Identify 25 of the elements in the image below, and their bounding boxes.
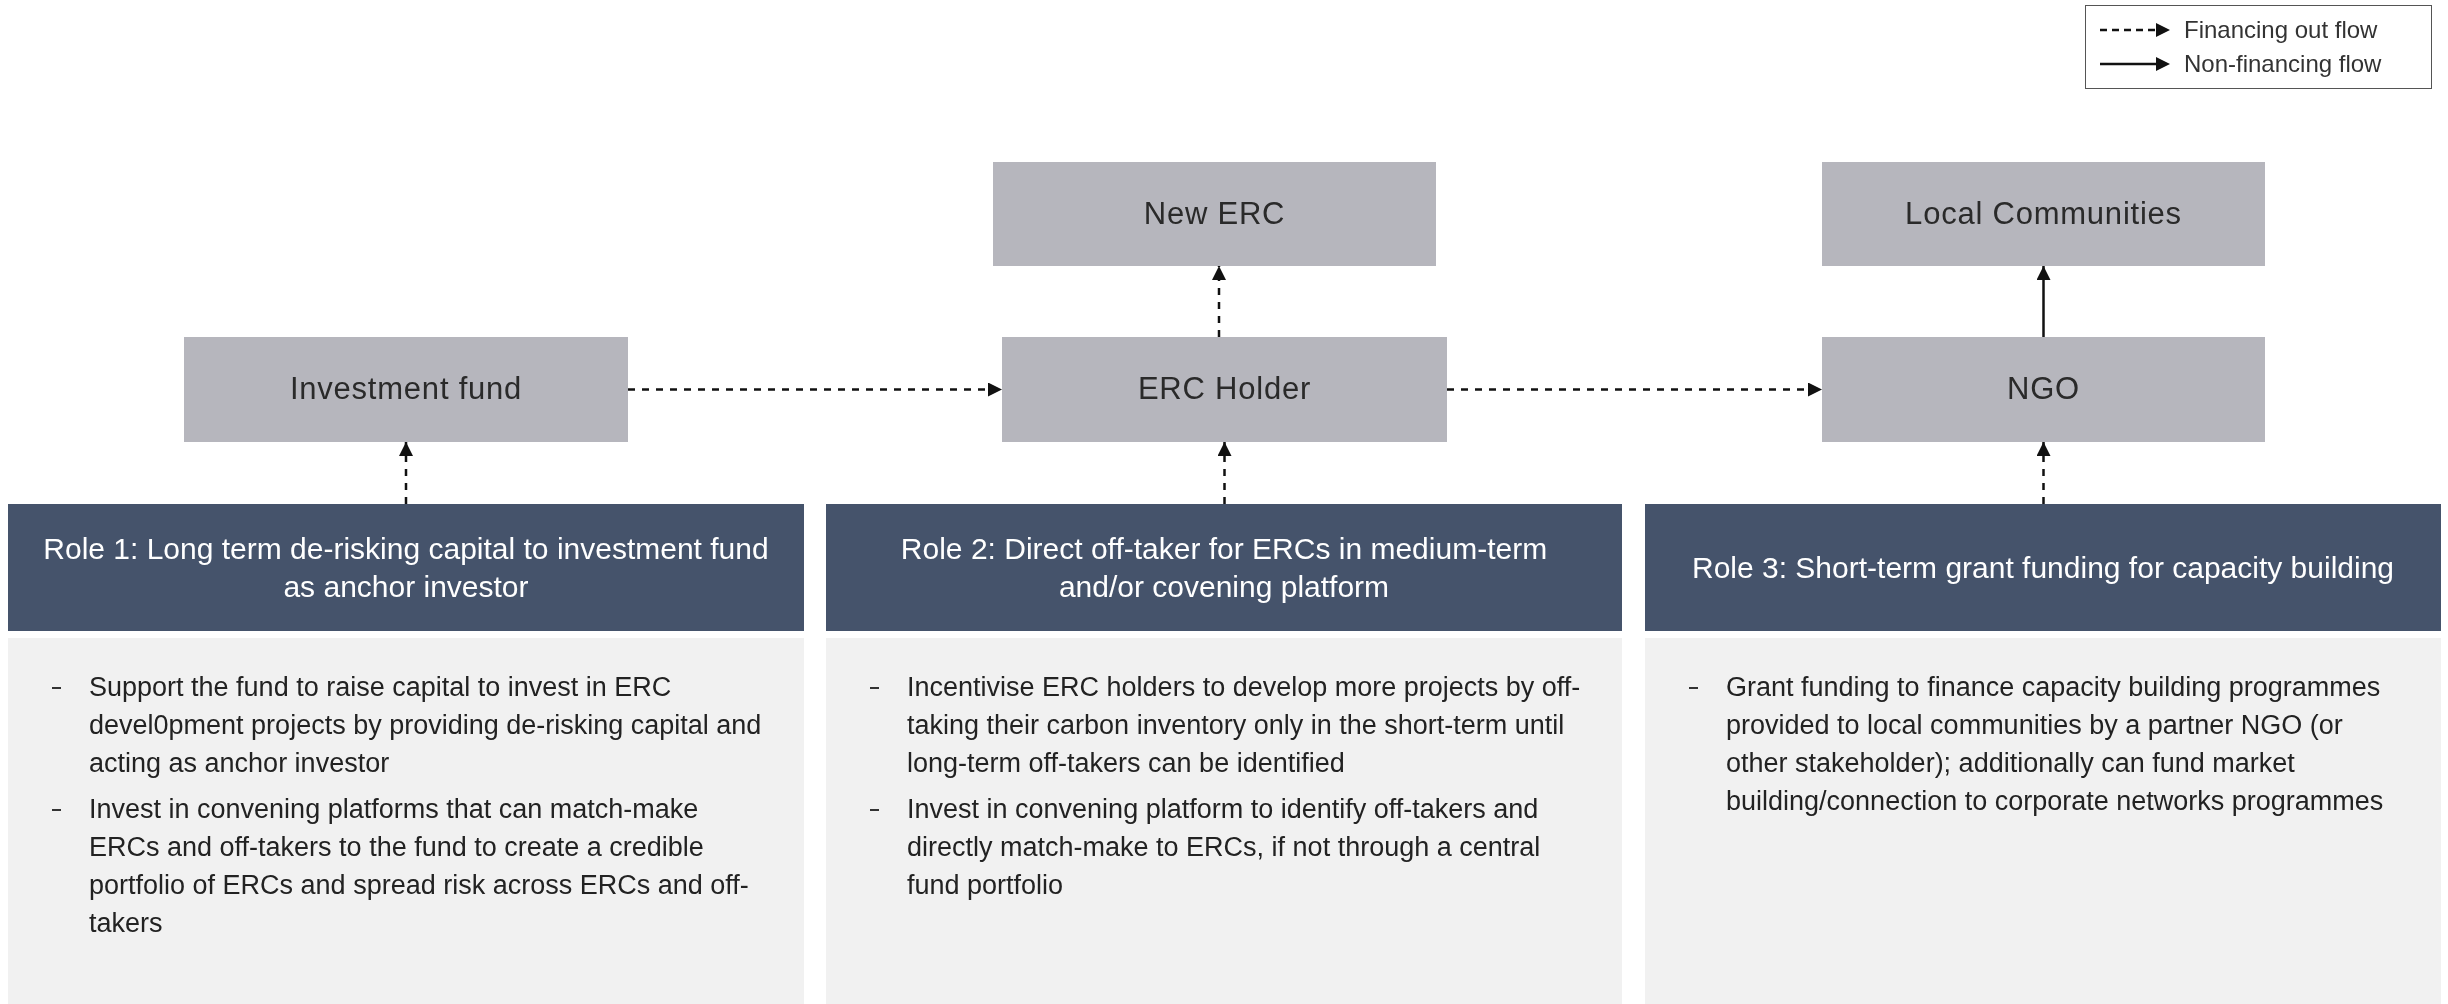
flow-arrow [1212,266,1226,337]
entity-box: New ERC [993,162,1436,266]
entity-box: ERC Holder [1002,337,1447,442]
flow-arrow [628,382,1002,397]
flow-arrow [2036,442,2051,504]
role-description-panel [1645,638,2441,1004]
flow-arrow [2036,266,2051,337]
bullet-text: Grant funding to finance capacity building programmes provided to local communities by a partner NGO (or other stakeholder); additionally can fund market building/connection to corporate networks programmes [1726,671,2385,818]
flow-arrow [1217,442,1232,504]
role-description-panel [826,638,1622,1004]
role-heading-bar: Role 3: Short-term grant funding for capacity building [1645,504,2441,631]
role-heading-bar: Role 2: Direct off-taker for ERCs in medium-term and/or covening platform [826,504,1622,631]
flow-arrow [399,442,413,504]
bullet-text: Invest in convening platform to identify off-takers and directly match-make to ERCs, if not through a central fund portfolio [907,793,1542,902]
flow-arrow [1447,382,1822,397]
entity-box: Local Communities [1822,162,2265,266]
entity-box: NGO [1822,337,2265,442]
role-description-panel [8,638,804,1004]
entity-box: Investment fund [184,337,628,442]
bullet-text: Incentivise ERC holders to develop more projects by off-taking their carbon inventory only in the short-term until long-term off-takers can be identified [907,671,1582,780]
legend-label: Financing out flow [2184,15,2378,45]
bullet-text: Invest in convening platforms that can match-make ERCs and off-takers to the fund to create a credible portfolio of ERCs and spread risk across ERCs and off-takers [89,793,750,940]
bullet-text: Support the fund to raise capital to invest in ERC devel0pment projects by providing de-risking capital and acting as anchor investor [89,671,763,780]
legend-label: Non-financing flow [2184,49,2382,79]
role-heading-bar: Role 1: Long term de-risking capital to investment fund as anchor investor [8,504,804,631]
